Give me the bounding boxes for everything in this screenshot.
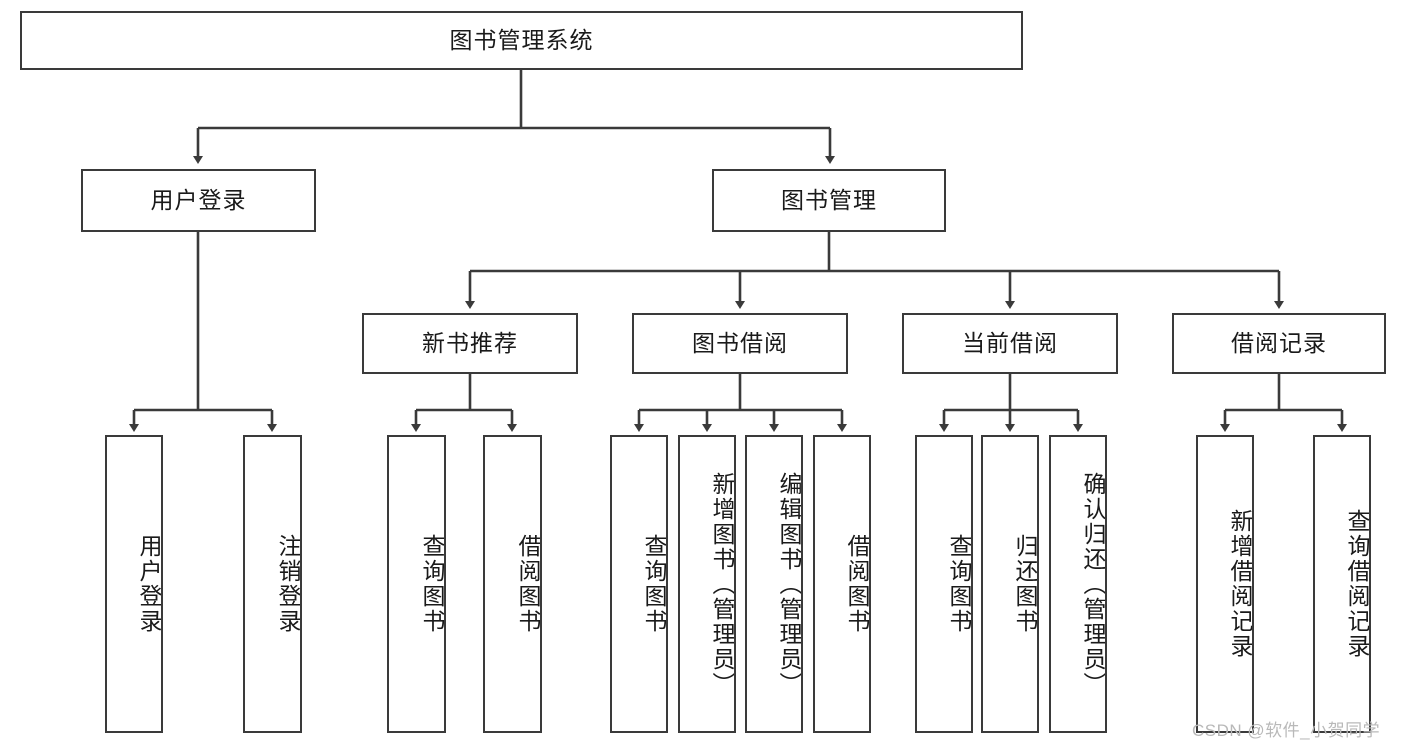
csdn-watermark: CSDN @软件_小贺同学 [1192,721,1381,740]
node-leaf-query-book-3[interactable]: 查询图书 [915,435,973,733]
node-user-login[interactable]: 用户登录 [81,169,316,232]
node-root[interactable]: 图书管理系统 [20,11,1023,70]
node-leaf-edit-book[interactable]: 编辑图书（管理员） [745,435,803,733]
node-leaf-logout[interactable]: 注销登录 [243,435,302,733]
node-new-book-recommend[interactable]: 新书推荐 [362,313,578,374]
node-leaf-add-book[interactable]: 新增图书（管理员） [678,435,736,733]
node-leaf-query-record[interactable]: 查询借阅记录 [1313,435,1371,733]
node-leaf-borrow-book-1[interactable]: 借阅图书 [483,435,542,733]
node-leaf-query-book-2[interactable]: 查询图书 [610,435,668,733]
node-book-management[interactable]: 图书管理 [712,169,946,232]
node-leaf-borrow-book-2[interactable]: 借阅图书 [813,435,871,733]
node-current-borrow[interactable]: 当前借阅 [902,313,1118,374]
node-leaf-return-book[interactable]: 归还图书 [981,435,1039,733]
node-leaf-add-record[interactable]: 新增借阅记录 [1196,435,1254,733]
node-book-borrow[interactable]: 图书借阅 [632,313,848,374]
node-leaf-query-book-1[interactable]: 查询图书 [387,435,446,733]
node-leaf-confirm-return[interactable]: 确认归还（管理员） [1049,435,1107,733]
node-leaf-user-login[interactable]: 用户登录 [105,435,163,733]
node-borrow-records[interactable]: 借阅记录 [1172,313,1386,374]
